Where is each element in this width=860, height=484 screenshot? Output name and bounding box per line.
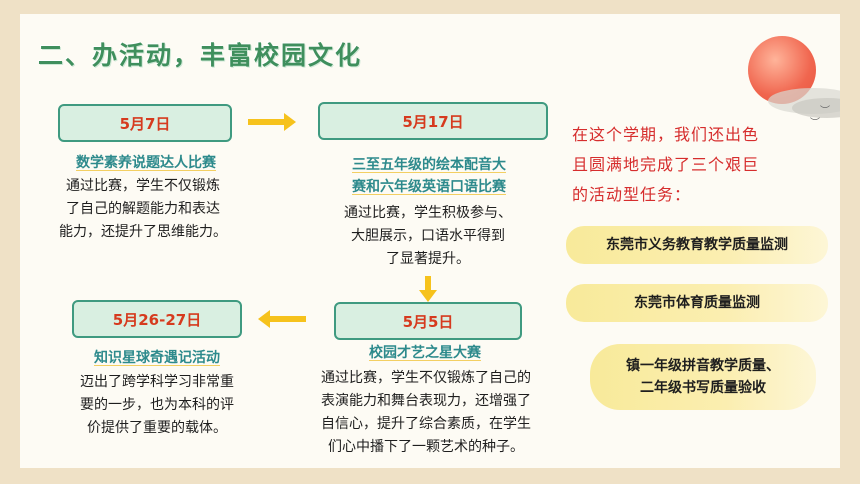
arrow-left-icon — [258, 310, 306, 328]
hill-decoration — [792, 98, 840, 118]
event-desc-talent: 通过比赛，学生不仅锻炼了自己的 表演能力和舞台表现力，还增强了 自信心，提升了综… — [321, 370, 531, 455]
event-title-talent: 校园才艺之星大赛 — [369, 345, 481, 361]
bird-icon: ︶ — [810, 118, 820, 129]
intro-text: 在这个学期，我们还出色 且圆满地完成了三个艰巨 的活动型任务： — [572, 125, 760, 204]
date-box-may-26-27: 5月26-27日 — [72, 300, 242, 338]
date-box-may-7: 5月7日 — [58, 104, 232, 142]
slide: 二、办活动，丰富校园文化 ︶ ︶ 5月7日 数学素养说题达人比赛 通过比赛，学生… — [20, 14, 840, 468]
date-label: 5月5日 — [402, 312, 454, 331]
date-box-may-5: 5月5日 — [334, 302, 522, 340]
event-desc-knowledge: 迈出了跨学科学习非常重 要的一步，也为本科的评 价提供了重要的载体。 — [80, 374, 234, 436]
date-box-may-17: 5月17日 — [318, 102, 548, 140]
arrow-right-icon — [248, 113, 296, 131]
task-pill-sports-quality: 东莞市体育质量监测 — [566, 284, 828, 322]
arrow-down-icon — [419, 276, 437, 302]
date-label: 5月17日 — [402, 112, 464, 131]
task-pill-pinyin-writing: 镇一年级拼音教学质量、 二年级书写质量验收 — [590, 344, 816, 410]
date-label: 5月26-27日 — [112, 310, 202, 329]
task-pill-teaching-quality: 东莞市义务教育教学质量监测 — [566, 226, 828, 264]
slide-title: 二、办活动，丰富校园文化 — [38, 41, 363, 70]
event-desc-math: 通过比赛，学生不仅锻炼 了自己的解题能力和表达 能力，还提升了思维能力。 — [59, 178, 227, 240]
event-title-math: 数学素养说题达人比赛 — [76, 155, 216, 171]
date-label: 5月7日 — [119, 114, 171, 133]
bird-icon: ︶ — [820, 106, 830, 117]
event-title-english: 三至五年级的绘本配音大 赛和六年级英语口语比赛 — [352, 157, 506, 195]
event-title-knowledge: 知识星球奇遇记活动 — [94, 350, 220, 366]
event-desc-english: 通过比赛，学生积极参与、 大胆展示，口语水平得到 了显著提升。 — [344, 205, 512, 267]
